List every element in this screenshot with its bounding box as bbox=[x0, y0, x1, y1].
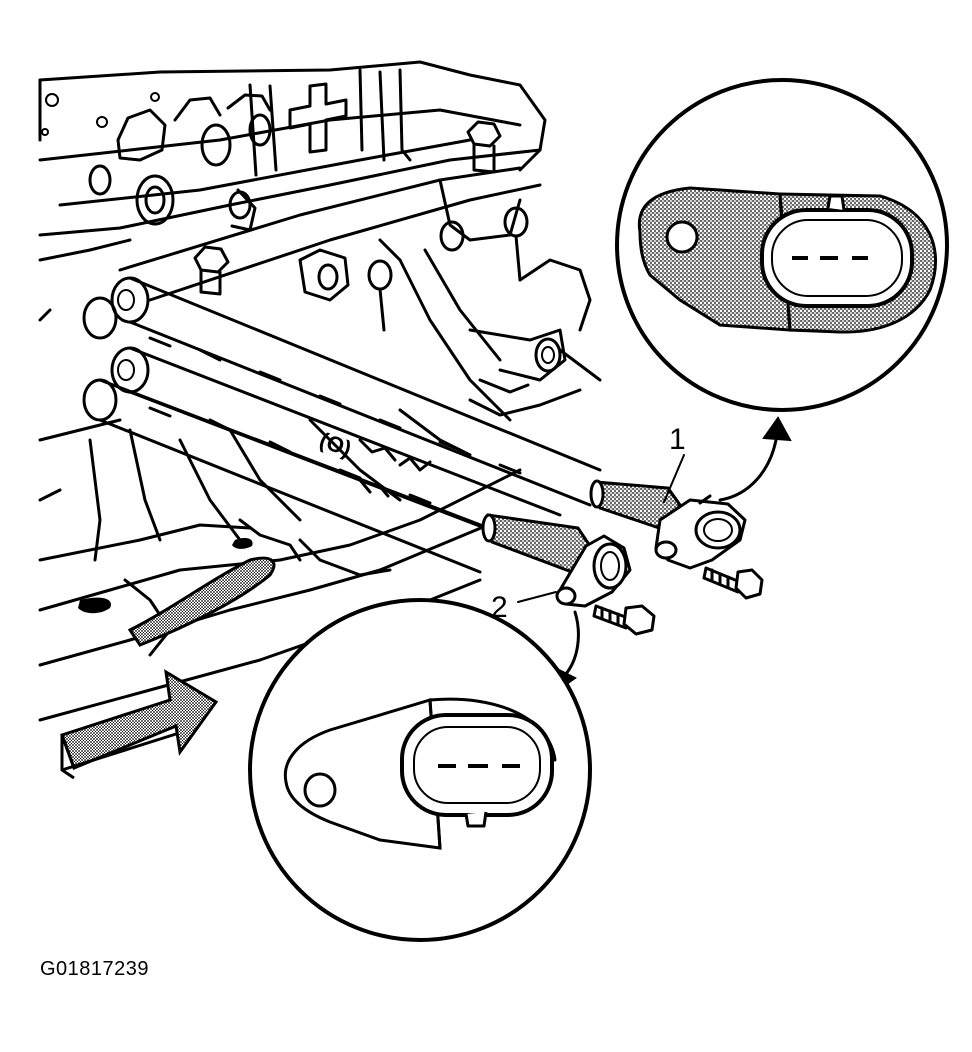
curved-callout-arrow-icon bbox=[718, 416, 792, 502]
sensor-1 bbox=[589, 479, 747, 570]
engine-block: (O) bbox=[38, 60, 602, 722]
direction-of-view-arrow-icon bbox=[60, 669, 219, 780]
leader-line-1 bbox=[663, 454, 685, 503]
callout-number-2: 2 bbox=[491, 591, 508, 624]
block-bolt-top bbox=[466, 120, 502, 174]
detail-view-sensor-1 bbox=[615, 78, 949, 412]
sensor-2 bbox=[481, 513, 632, 608]
block-bolt-left bbox=[193, 245, 230, 296]
callout-number-1: 1 bbox=[669, 423, 686, 456]
sensor-1-bolt bbox=[702, 566, 764, 600]
figure-code-label: G01817239 bbox=[40, 958, 150, 980]
detail-view-sensor-2 bbox=[248, 598, 592, 942]
sensor-2-bolt bbox=[592, 604, 656, 636]
leader-line-2 bbox=[517, 591, 557, 603]
camshaft-rails: (O) bbox=[82, 276, 602, 574]
